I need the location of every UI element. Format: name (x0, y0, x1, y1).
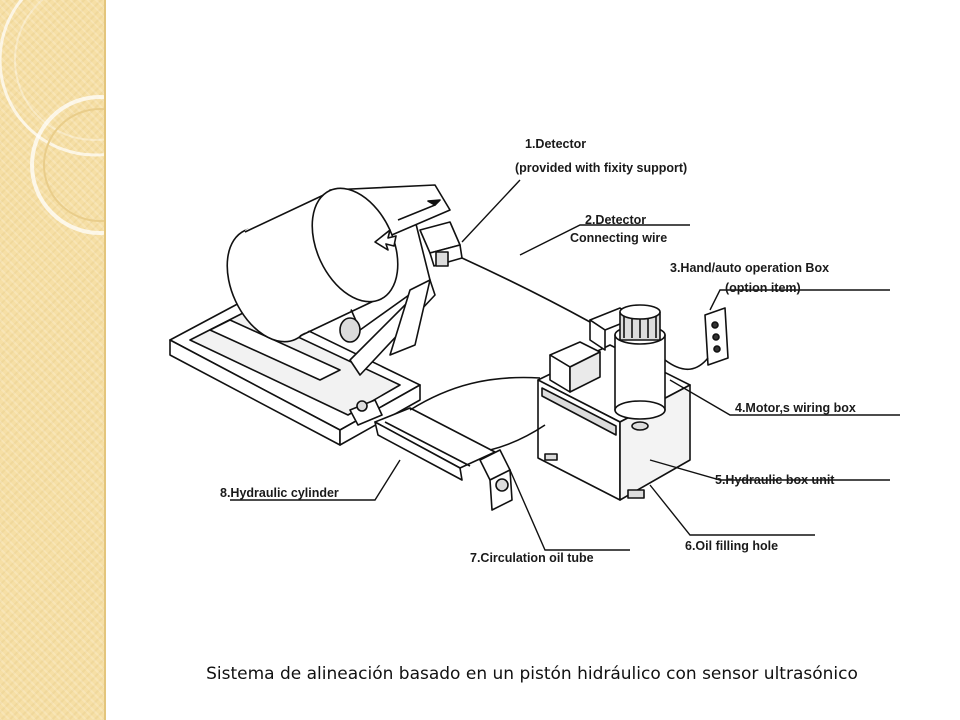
label-operation-box: 3.Hand/auto operation Box (670, 261, 829, 275)
circulation-oil-tube-upper (409, 376, 541, 411)
detector (419, 221, 463, 267)
circulation-oil-tube-lower (489, 424, 546, 451)
label-operation-box-option: (option item) (725, 281, 801, 295)
operation-box-wire (664, 357, 709, 370)
slide-caption: Sistema de alineación basado en un pistó… (206, 664, 858, 684)
motion-arrows (374, 199, 441, 251)
detector-connecting-wire (461, 257, 591, 323)
label-detector-wire-2: Connecting wire (570, 231, 667, 245)
label-oil-filling-hole: 6.Oil filling hole (685, 539, 778, 553)
decorative-rings (0, 0, 104, 235)
operation-box (704, 307, 729, 366)
decorative-side-panel (0, 0, 106, 720)
label-circulation-oil-tube: 7.Circulation oil tube (470, 551, 594, 565)
pump-valve-block (549, 307, 636, 393)
label-hydraulic-box-unit: 5.Hydraulic box unit (715, 473, 835, 487)
hydraulic-cylinder (349, 399, 513, 511)
label-detector-support: (provided with fixity support) (515, 161, 687, 175)
motor (614, 304, 666, 420)
label-hydraulic-cylinder: 8.Hydraulic cylinder (220, 486, 339, 500)
label-detector: 1.Detector (525, 137, 586, 151)
label-detector-wire-1: 2.Detector (585, 213, 646, 227)
label-motor-wiring-box: 4.Motor,s wiring box (735, 401, 856, 415)
hydraulic-alignment-diagram: 1.Detector (provided with fixity support… (169, 137, 900, 565)
roller-drum (226, 184, 451, 343)
label-leaders (230, 179, 900, 551)
